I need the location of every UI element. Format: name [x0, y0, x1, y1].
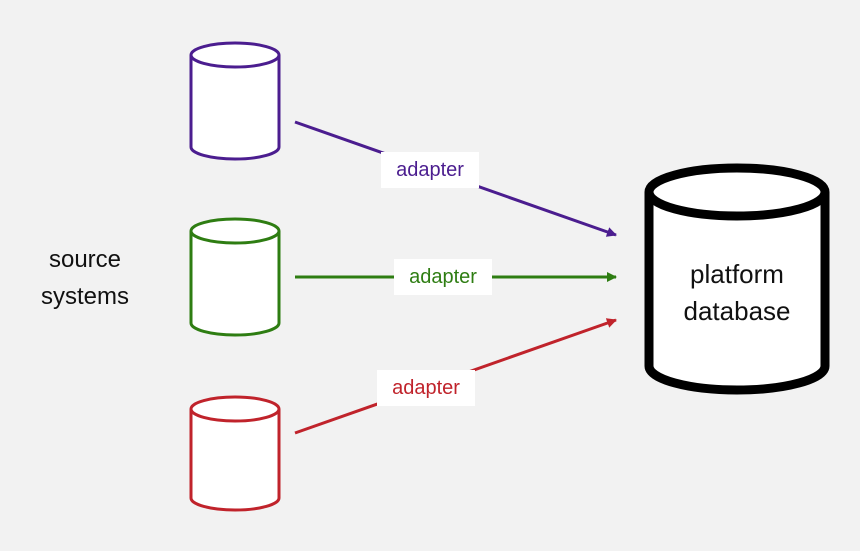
source-systems-line2: systems — [40, 283, 129, 310]
source-systems-label: source systems — [22, 241, 148, 315]
adapter-label-purple: adapter — [381, 152, 479, 188]
source-database-purple-icon — [189, 41, 281, 161]
adapter-label-red: adapter — [377, 370, 475, 406]
platform-database-label: platform database — [662, 256, 812, 330]
source-systems-line1: source — [48, 246, 122, 273]
platform-database-line1: platform — [690, 259, 784, 289]
source-database-red-icon — [189, 395, 281, 512]
source-database-green-icon — [189, 217, 281, 337]
adapter-label-green: adapter — [394, 259, 492, 295]
platform-database-line2: database — [683, 296, 791, 326]
platform-database-icon — [644, 163, 830, 395]
